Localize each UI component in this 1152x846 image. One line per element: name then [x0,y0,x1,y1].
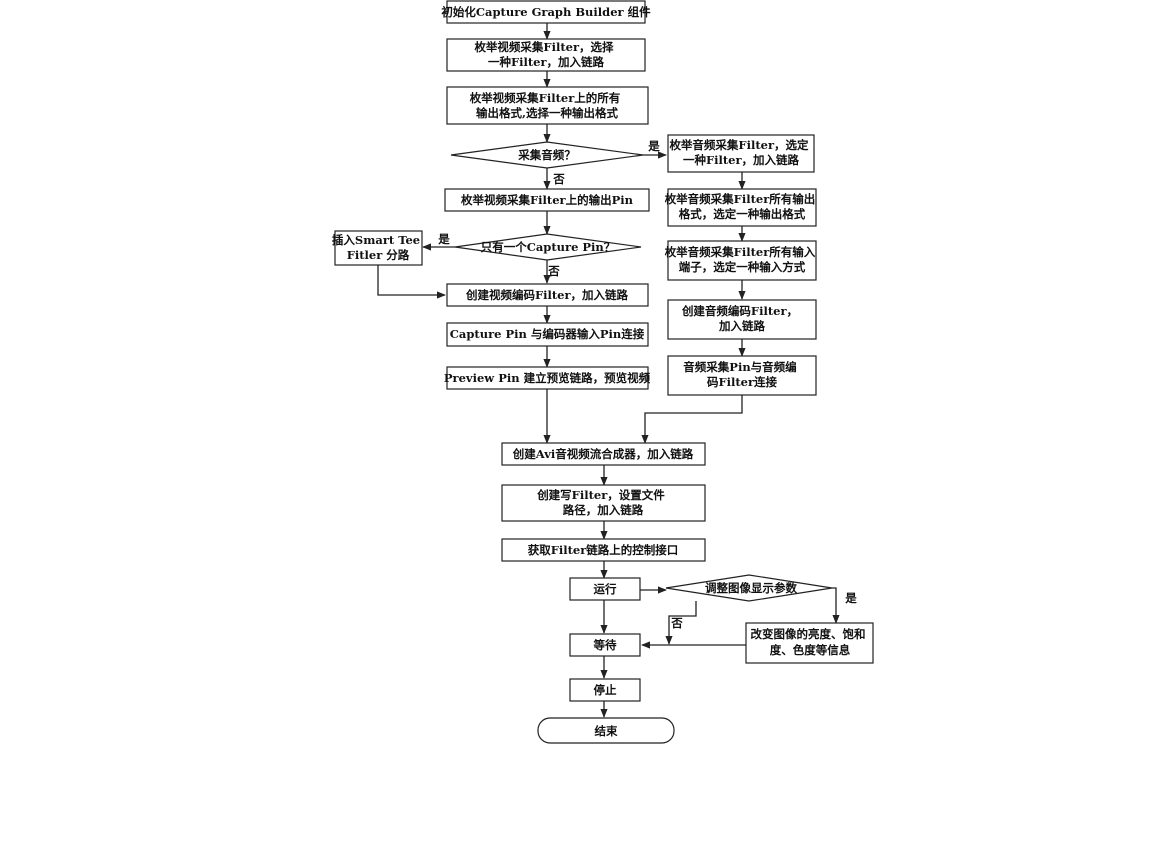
svg-text:枚举音频采集Filter，选定 一种Filt: 枚举音频采集Filter，选定 一种Filter，加入链路 [669,138,812,167]
svg-text:枚举视频采集Filter上的输出Pin: 枚举视频采集Filter上的输出Pin [461,193,634,207]
node-enum-video-filter-line-2: 一种Filter，加入链路 [488,55,605,69]
node-init-line-1: 初始化Capture Graph Builder 组件 [441,5,651,19]
node-enum-audio-filter: 枚举音频采集Filter，选定 一种Filter，加入链路 [667,134,815,173]
svg-text:改变图像的亮度、饱和 度、色度等信息: 改变图像的亮度、饱和 度、色度等信息 [750,627,869,657]
node-create-writer-line-1: 创建写Filter，设置文件 [536,488,665,502]
svg-text:创建音频编码Filter， 加入链路: 创建音频编码Filter， 加入链路 [681,304,802,333]
svg-text:结束: 结束 [594,724,618,738]
label-pin-no: 否 [547,264,560,278]
svg-text:枚举视频采集Filter，选择 一种Filt: 枚举视频采集Filter，选择 一种Filter，加入链路 [474,40,617,69]
node-enum-video-pins: 枚举视频采集Filter上的输出Pin [444,188,650,212]
svg-text:采集音频？: 采集音频？ [517,148,576,162]
label-audio-yes: 是 [647,139,660,153]
node-enum-video-formats: 枚举视频采集Filter上的所有 输出格式,选择一种输出格式 [446,86,649,125]
edge-labels: 是 否 是 否 是 否 [437,139,857,630]
node-connect-capture-pin-line-1: Capture Pin 与编码器输入Pin连接 [450,327,645,341]
node-run: 运行 [569,577,641,601]
node-get-control: 获取Filter链路上的控制接口 [501,538,706,562]
node-enum-audio-formats: 枚举音频采集Filter所有输出 格式，选定一种输出格式 [665,188,820,227]
node-create-video-encoder: 创建视频编码Filter，加入链路 [446,283,649,307]
node-enum-audio-inputs-line-1: 枚举音频采集Filter所有输入 [665,245,816,259]
edge-audio-pin-to-mux [641,395,743,444]
node-preview-pin-line-1: Preview Pin 建立预览链路，预览视频 [444,371,651,385]
svg-text:创建Avi音视频流合成器，加入链路: 创建Avi音视频流合成器，加入链路 [512,447,694,461]
node-enum-video-filter-line-1: 枚举视频采集Filter，选择 [474,40,614,54]
node-enum-video-filter: 枚举视频采集Filter，选择 一种Filter，加入链路 [446,38,646,72]
svg-text:停止: 停止 [594,683,617,697]
node-create-video-encoder-line-1: 创建视频编码Filter，加入链路 [465,288,629,302]
svg-text:插入Smart Tee Fitler 分路: 插入Smart Tee Fitler 分路 [332,233,424,262]
nodes: 初始化Capture Graph Builder 组件 枚举视频采集Filter… [332,0,874,744]
edge-smart-tee-to-encoder [377,265,446,299]
node-insert-smart-tee-line-2: Fitler 分路 [347,248,410,262]
node-capture-audio-q: 采集音频？ [450,141,644,169]
edges [377,23,840,718]
node-change-image-line-1: 改变图像的亮度、饱和 [750,627,865,641]
label-pin-yes: 是 [437,232,450,246]
svg-text:创建写Filter，设置文件 路径，加入链路: 创建写Filter，设置文件 路径，加入链路 [536,488,669,517]
node-enum-video-formats-line-1: 枚举视频采集Filter上的所有 [470,91,621,105]
node-create-avi-mux: 创建Avi音视频流合成器，加入链路 [501,442,706,466]
node-get-control-line-1: 获取Filter链路上的控制接口 [528,543,679,557]
label-adjust-yes: 是 [844,591,857,605]
svg-text:Preview Pin 建立预览链路，预览视频: Preview Pin 建立预览链路，预览视频 [444,371,651,385]
node-adjust-q: 调整图像显示参数 [665,574,833,602]
node-create-avi-mux-line-1: 创建Avi音视频流合成器，加入链路 [512,447,694,461]
node-connect-capture-pin: Capture Pin 与编码器输入Pin连接 [446,322,649,347]
node-connect-audio-pin-line-1: 音频采集Pin与音频编 [683,360,796,374]
edge-adjust-q-yes [832,587,840,624]
svg-text:运行: 运行 [594,582,617,596]
node-insert-smart-tee: 插入Smart Tee Fitler 分路 [332,230,424,266]
label-adjust-no: 否 [670,616,683,630]
svg-text:创建视频编码Filter，加入链路: 创建视频编码Filter，加入链路 [465,288,629,302]
node-wait-line-1: 等待 [593,638,617,652]
node-create-writer: 创建写Filter，设置文件 路径，加入链路 [501,484,706,522]
node-end-line-1: 结束 [594,724,618,738]
node-insert-smart-tee-line-1: 插入Smart Tee [332,233,420,247]
svg-text:枚举音频采集Filter所有输入 端子，选定: 枚举音频采集Filter所有输入 端子，选定一种输入方式 [665,245,820,274]
svg-text:枚举视频采集Filter上的所有 输出格式,: 枚举视频采集Filter上的所有 输出格式,选择一种输出格式 [470,91,625,120]
node-one-capture-pin-q-line-1: 只有一个Capture Pin？ [481,240,616,254]
node-connect-audio-pin: 音频采集Pin与音频编 码Filter连接 [667,355,817,396]
node-connect-audio-pin-line-2: 码Filter连接 [707,375,778,389]
node-create-writer-line-2: 路径，加入链路 [563,503,644,517]
node-enum-audio-filter-line-2: 一种Filter，加入链路 [683,153,800,167]
node-one-capture-pin-q: 只有一个Capture Pin？ [454,233,642,261]
node-stop: 停止 [569,678,641,702]
node-create-audio-encoder: 创建音频编码Filter， 加入链路 [667,299,817,340]
node-enum-audio-filter-line-1: 枚举音频采集Filter，选定 [669,138,809,152]
node-create-audio-encoder-line-2: 加入链路 [718,319,765,333]
node-enum-audio-inputs: 枚举音频采集Filter所有输入 端子，选定一种输入方式 [665,240,820,281]
svg-text:等待: 等待 [593,638,617,652]
node-change-image-line-2: 度、色度等信息 [770,643,851,657]
svg-text:音频采集Pin与音频编 码Filter连接: 音频采集Pin与音频编 码Filter连接 [683,360,800,389]
node-preview-pin: Preview Pin 建立预览链路，预览视频 [444,366,651,390]
svg-text:初始化Capture Graph Builder 组件: 初始化Capture Graph Builder 组件 [441,5,651,19]
node-create-audio-encoder-line-1: 创建音频编码Filter， [681,304,798,318]
node-adjust-q-line-1: 调整图像显示参数 [705,581,797,595]
node-enum-audio-inputs-line-2: 端子，选定一种输入方式 [679,260,806,274]
node-run-line-1: 运行 [594,582,617,596]
node-end: 结束 [537,717,675,744]
node-enum-audio-formats-line-1: 枚举音频采集Filter所有输出 [665,192,816,206]
svg-text:枚举音频采集Filter所有输出 格式，选定: 枚举音频采集Filter所有输出 格式，选定一种输出格式 [665,192,820,221]
node-capture-audio-q-line-1: 采集音频？ [517,148,576,162]
node-enum-video-formats-line-2: 输出格式,选择一种输出格式 [476,106,619,120]
svg-text:调整图像显示参数: 调整图像显示参数 [705,581,797,595]
label-audio-no: 否 [552,172,565,186]
node-wait: 等待 [569,633,641,657]
edge-adjust-q-no [665,601,697,645]
node-change-image: 改变图像的亮度、饱和 度、色度等信息 [745,622,874,664]
node-stop-line-1: 停止 [594,683,617,697]
node-init: 初始化Capture Graph Builder 组件 [441,0,651,24]
svg-text:Capture Pin 与编码器输入Pin连接: Capture Pin 与编码器输入Pin连接 [450,327,645,341]
node-enum-audio-formats-line-2: 格式，选定一种输出格式 [679,207,806,221]
svg-text:只有一个Capture Pin？: 只有一个Capture Pin？ [481,240,616,254]
svg-text:获取Filter链路上的控制接口: 获取Filter链路上的控制接口 [528,543,679,557]
node-enum-video-pins-line-1: 枚举视频采集Filter上的输出Pin [461,193,634,207]
